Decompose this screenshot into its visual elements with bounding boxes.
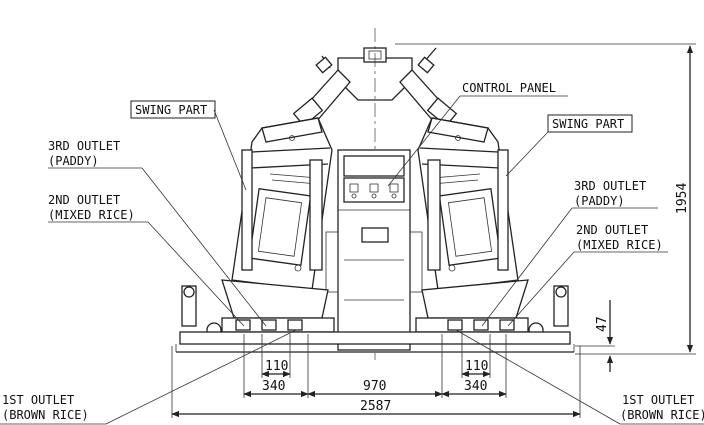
swing-part-left-label: SWING PART [130, 100, 216, 119]
dim-110-right: 110 [465, 359, 488, 374]
central-column [325, 149, 423, 351]
dim-height-base: 47 [595, 316, 610, 332]
dim-2587: 2587 [360, 399, 391, 414]
dim-340-left: 340 [262, 379, 285, 394]
top-inlet-hopper [292, 28, 458, 360]
outlet3-right-title: 3RD OUTLET [574, 179, 646, 193]
outlet2-left-title: 2ND OUTLET [48, 193, 120, 207]
swing-part-right-text: SWING PART [552, 117, 624, 131]
outlet2-left-sub: (MIXED RICE) [48, 208, 135, 222]
dim-340-right: 340 [464, 379, 487, 394]
swing-part-left-text: SWING PART [135, 103, 207, 117]
control-panel-label: CONTROL PANEL [462, 81, 556, 95]
outlet2-right-sub: (MIXED RICE) [576, 238, 663, 252]
outlet2-right-title: 2ND OUTLET [576, 223, 648, 237]
outlet1-right-sub: (BROWN RICE) [620, 408, 704, 422]
outlet1-left-sub: (BROWN RICE) [2, 408, 89, 422]
dimension-lines [171, 43, 696, 418]
swing-part-right-label: SWING PART [547, 114, 633, 133]
outlet1-right-title: 1ST OUTLET [622, 393, 694, 407]
dim-110-left: 110 [265, 359, 288, 374]
outlet3-left-title: 3RD OUTLET [48, 139, 120, 153]
outlet3-right-sub: (PADDY) [574, 194, 625, 208]
dim-970: 970 [363, 379, 386, 394]
outlet1-left-title: 1ST OUTLET [2, 393, 74, 407]
left-swing-part [231, 117, 333, 291]
right-swing-part [417, 117, 519, 291]
lower-frame [175, 279, 575, 353]
dim-height-total: 1954 [675, 183, 690, 214]
outlet3-left-sub: (PADDY) [48, 154, 99, 168]
